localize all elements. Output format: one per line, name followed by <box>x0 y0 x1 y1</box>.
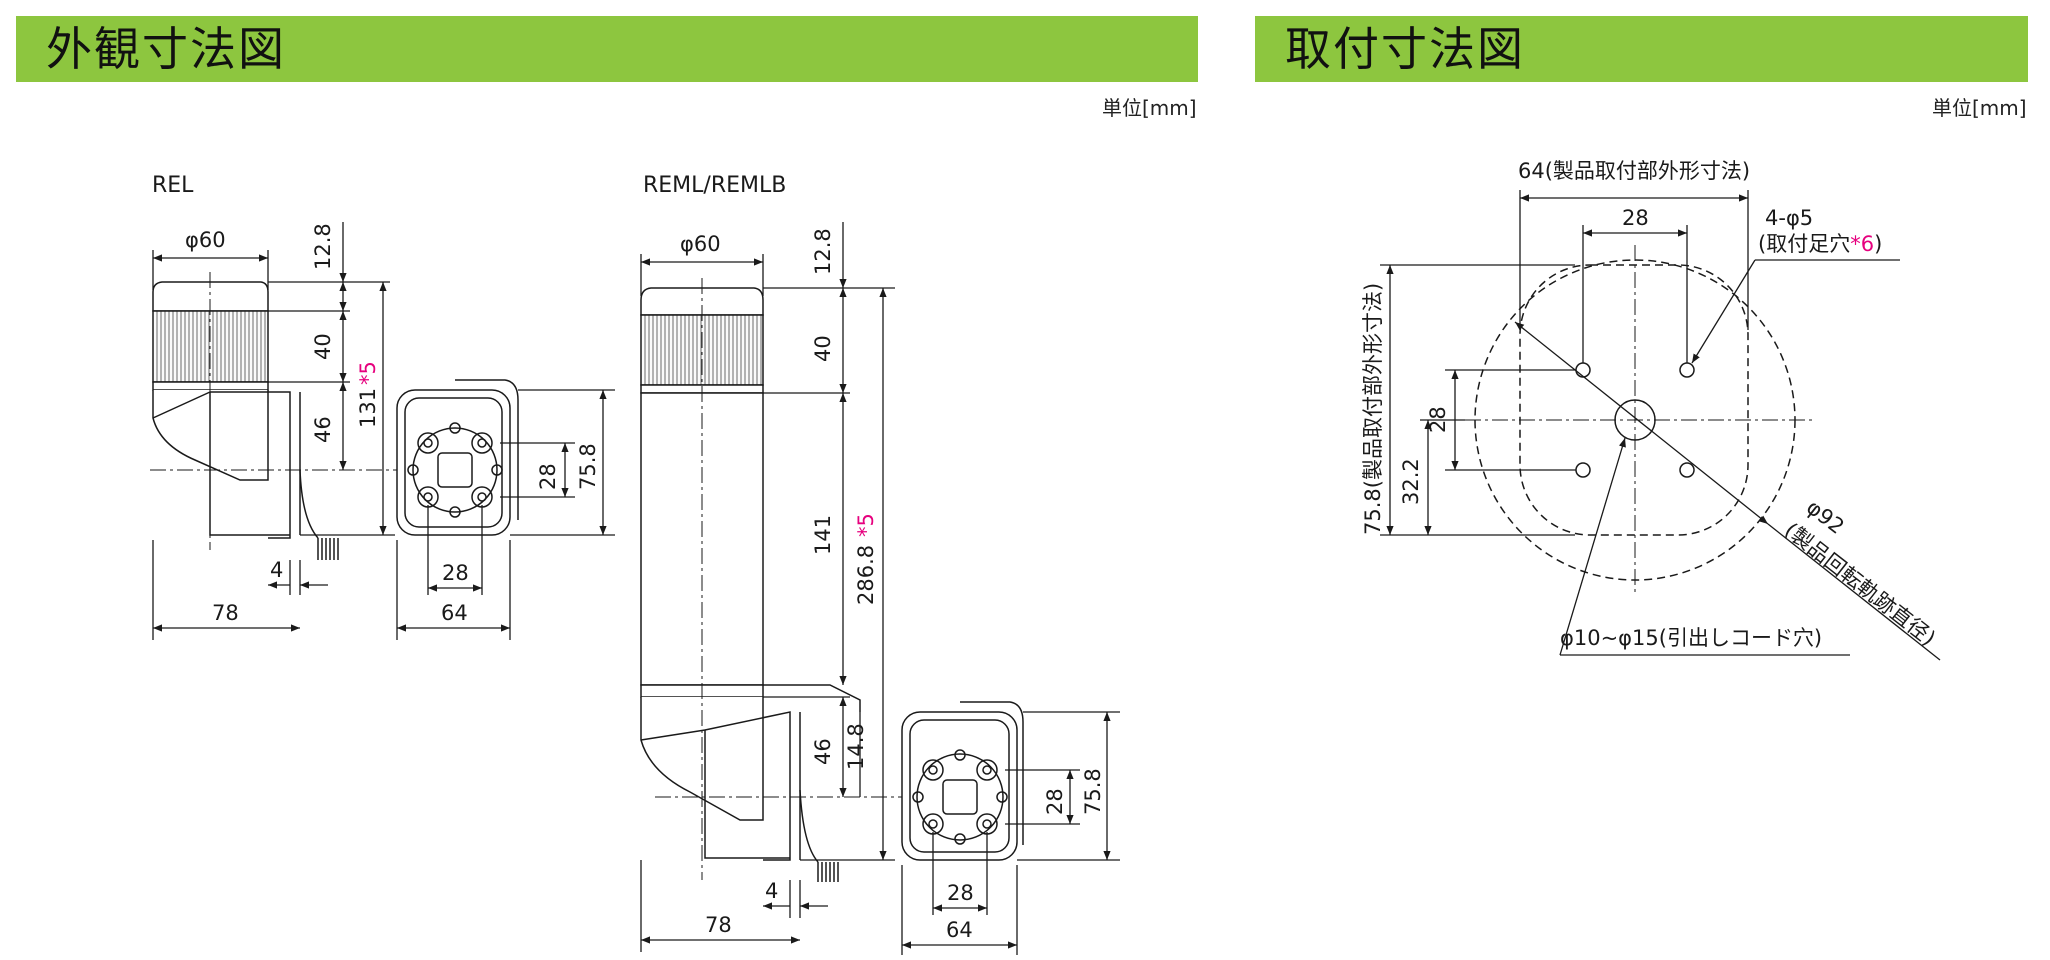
mount-centerlines <box>1465 245 1815 595</box>
section-title-external: 外観寸法図 <box>46 22 286 76</box>
rel-dim-131: 131 <box>356 388 380 428</box>
rel-note-mark: *5 <box>356 361 380 385</box>
mount-holes-close: ) <box>1874 232 1882 256</box>
rel-dim-4: 4 <box>270 558 283 582</box>
rel-dim-64: 64 <box>441 601 468 625</box>
reml-dim-40: 40 <box>811 335 835 362</box>
mount-dim-75-8-outline: 75.8(製品取付部外形寸法) <box>1361 283 1385 535</box>
mount-dim-64-outline: 64(製品取付部外形寸法) <box>1518 159 1750 183</box>
rel-dim-40: 40 <box>311 333 335 360</box>
mount-cord-hole: φ10~φ15(引出しコード穴) <box>1560 626 1822 650</box>
reml-dim-phi60: φ60 <box>680 232 721 256</box>
reml-dim-64: 64 <box>946 918 973 942</box>
reml-dim-141: 141 <box>811 515 835 555</box>
rel-dim-75-8: 75.8 <box>576 443 600 490</box>
rel-model-label: REL <box>152 173 194 198</box>
mount-dimension-lines <box>1380 190 1941 661</box>
mount-dim-28-vertical: 28 <box>1426 406 1450 433</box>
section-banner-mounting: 取付寸法図 <box>1255 16 2028 82</box>
reml-dim-28-vertical: 28 <box>1043 788 1067 815</box>
rel-dim-78: 78 <box>212 601 239 625</box>
reml-dim-28-horizontal: 28 <box>947 881 974 905</box>
reml-front-dims <box>901 711 1120 955</box>
rel-front-dims <box>396 389 615 640</box>
reml-dimension-lines <box>640 222 895 952</box>
reml-side-view <box>640 287 861 882</box>
rel-dim-46: 46 <box>311 416 335 443</box>
reml-model-label: REML/REMLB <box>643 173 786 198</box>
reml-dim-14-8: 14.8 <box>844 723 868 770</box>
mount-holes-line2: (取付足穴*6) <box>1758 232 1882 256</box>
rel-front-view <box>396 379 519 536</box>
reml-dim-46: 46 <box>811 738 835 765</box>
reml-dim-4: 4 <box>765 879 778 903</box>
reml-dim-78: 78 <box>705 913 732 937</box>
rel-dimension-lines <box>152 222 395 640</box>
reml-dim-286-8: 286.8 <box>854 545 878 605</box>
reml-note-mark: *5 <box>854 513 878 537</box>
mount-holes-desc: (取付足穴 <box>1758 232 1850 256</box>
mount-holes-line1: 4-φ5 <box>1765 206 1813 230</box>
rel-dim-phi60: φ60 <box>185 228 226 252</box>
section-banner-external: 外観寸法図 <box>16 16 1198 82</box>
reml-dim-75-8: 75.8 <box>1081 768 1105 815</box>
mount-dim-28: 28 <box>1622 206 1649 230</box>
rel-dim-28-vertical: 28 <box>536 463 560 490</box>
section-title-mounting: 取付寸法図 <box>1285 22 1525 76</box>
unit-label-mounting: 単位[mm] <box>1932 96 2027 120</box>
reml-centerlines <box>655 278 905 880</box>
unit-label-external: 単位[mm] <box>1102 96 1197 120</box>
reml-dim-12-8: 12.8 <box>811 228 835 275</box>
mount-holes-note-mark: *6 <box>1850 232 1874 256</box>
reml-front-view <box>901 701 1024 861</box>
rel-dim-28-horizontal: 28 <box>442 561 469 585</box>
mount-dim-32-2: 32.2 <box>1399 458 1423 505</box>
rel-dim-12-8: 12.8 <box>311 223 335 270</box>
rel-centerlines <box>150 272 400 550</box>
